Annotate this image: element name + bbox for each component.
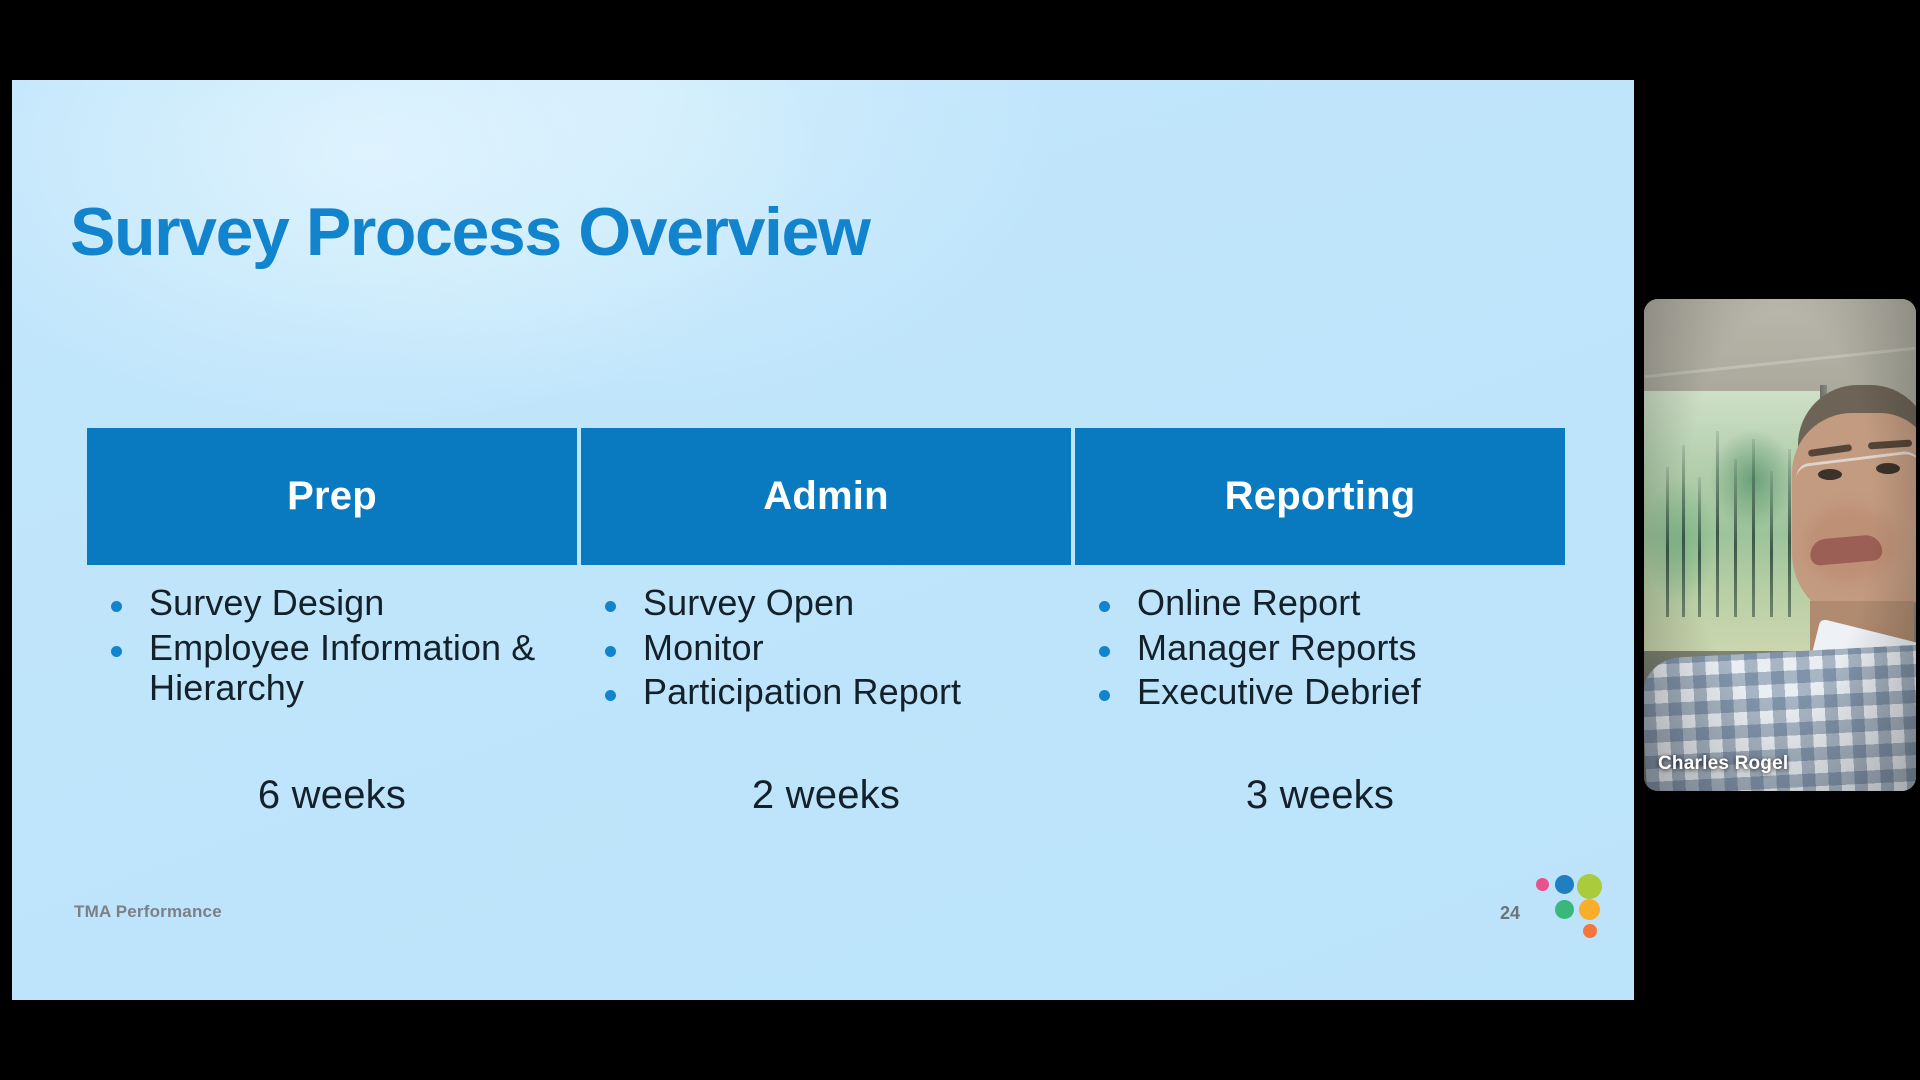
bullet-list-admin: Survey Open Monitor Participation Report <box>591 582 1071 713</box>
bullet-list-prep: Survey Design Employee Information & Hie… <box>97 582 577 709</box>
page-title: Survey Process Overview <box>70 194 871 270</box>
list-item: Employee Information & Hierarchy <box>97 627 553 709</box>
company-logo-icon <box>1536 874 1602 942</box>
list-item: Participation Report <box>591 672 1047 713</box>
duration-reporting: 3 weeks <box>1245 773 1395 818</box>
list-item: Monitor <box>591 627 1047 669</box>
process-table: Prep Admin Reporting Survey Design Emplo… <box>87 428 1565 818</box>
logo-dot-5 <box>1583 924 1597 938</box>
column-body-prep: Survey Design Employee Information & Hie… <box>87 582 577 717</box>
logo-dot-3 <box>1555 900 1574 919</box>
list-item: Online Report <box>1085 582 1541 624</box>
participant-portrait <box>1644 385 1916 791</box>
logo-dot-4 <box>1579 899 1600 920</box>
bullet-list-reporting: Online Report Manager Reports Executive … <box>1085 582 1565 713</box>
column-body-reporting: Online Report Manager Reports Executive … <box>1075 582 1565 717</box>
column-body-admin: Survey Open Monitor Participation Report <box>581 582 1071 717</box>
column-header-reporting: Reporting <box>1075 428 1565 565</box>
duration-row: 6 weeks 2 weeks 3 weeks <box>87 773 1565 818</box>
logo-dot-2 <box>1577 874 1602 899</box>
table-body-row: Survey Design Employee Information & Hie… <box>87 582 1565 717</box>
table-header-row: Prep Admin Reporting <box>87 428 1565 565</box>
column-header-admin: Admin <box>581 428 1071 565</box>
duration-prep: 6 weeks <box>257 773 407 818</box>
webcam-vignette <box>1644 299 1916 791</box>
participant-name-label: Charles Rogel <box>1658 753 1789 774</box>
column-header-prep: Prep <box>87 428 577 565</box>
list-item: Survey Open <box>591 582 1047 624</box>
webcam-tile[interactable]: Charles Rogel <box>1644 299 1916 791</box>
list-item: Survey Design <box>97 582 553 624</box>
slide-canvas: Survey Process Overview Prep Admin Repor… <box>12 80 1634 1000</box>
page-number: 24 <box>1499 903 1520 923</box>
list-item: Manager Reports <box>1085 627 1541 669</box>
duration-admin: 2 weeks <box>751 773 901 818</box>
logo-dot-0 <box>1536 878 1549 891</box>
list-item: Executive Debrief <box>1085 672 1541 713</box>
logo-dot-1 <box>1555 875 1574 894</box>
footer-brand: TMA Performance <box>74 902 222 921</box>
